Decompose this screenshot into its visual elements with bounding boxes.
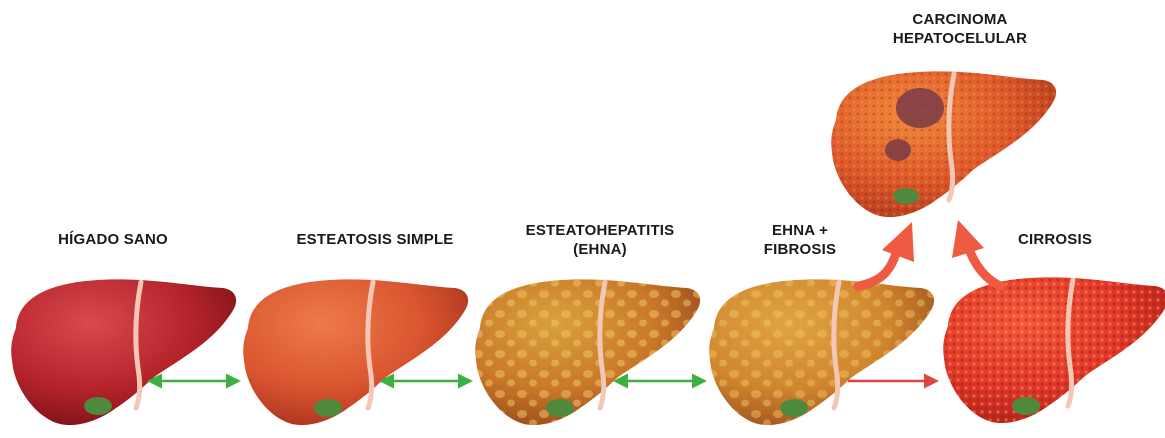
- liver-nash-fibrosis: [709, 279, 934, 425]
- gallbladder-icon: [314, 399, 342, 417]
- arrow-head-2: [952, 220, 984, 258]
- liver-steatohepatitis: [475, 279, 700, 425]
- gallbladder-icon: [1012, 397, 1040, 415]
- liver-steatosis: [243, 279, 468, 425]
- tumor-mass-large: [896, 88, 944, 128]
- gallbladder-icon: [84, 397, 112, 415]
- liver-healthy: [11, 279, 236, 425]
- tumor-mass-small: [885, 139, 911, 161]
- progression-arrow-cirrhosis-carcinoma: [968, 246, 1000, 286]
- gallbladder-icon: [780, 399, 808, 417]
- gallbladder-icon: [893, 188, 919, 204]
- liver-carcinoma: [831, 71, 1056, 217]
- gallbladder-icon: [546, 399, 574, 417]
- liver-cirrhosis: [943, 277, 1165, 423]
- arrow-head-1: [882, 222, 914, 262]
